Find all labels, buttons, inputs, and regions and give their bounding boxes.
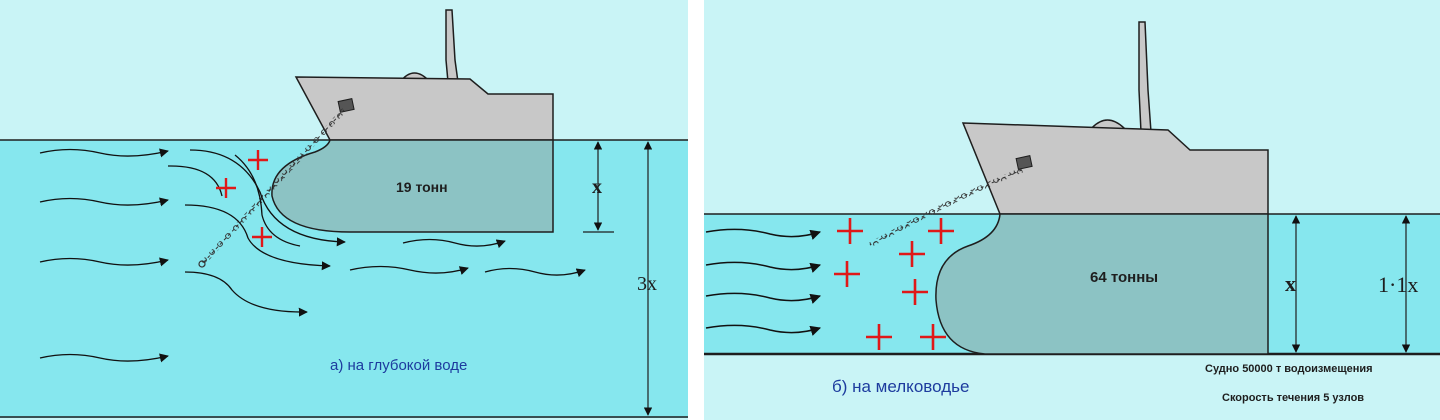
flow-arrow: [39, 148, 169, 158]
plus-mark: [216, 178, 236, 198]
ship-a-cargo-label: 19 тонн: [396, 179, 448, 195]
panel-b-note-displacement: Судно 50000 т водоизмещения: [1205, 363, 1373, 375]
plus-mark: [920, 324, 946, 350]
flow-arrow: [184, 271, 308, 317]
flow-arrow: [402, 238, 506, 249]
panel-b-note-current: Скорость течения 5 узлов: [1222, 392, 1364, 404]
panel-divider: [688, 0, 704, 420]
flow-arrow: [349, 265, 469, 275]
flow-arrow: [39, 197, 169, 207]
flow-arrow: [39, 257, 169, 267]
flow-arrow: [189, 149, 346, 247]
panel-a-caption: а) на глубокой воде: [330, 357, 467, 374]
flow-arrow: [705, 261, 822, 273]
flow-arrow: [705, 292, 822, 304]
ship-b-hull-below: [935, 213, 1269, 355]
ship-b: 64 тонны: [868, 21, 1269, 355]
plus-mark: [902, 279, 928, 305]
panel-a-flow-arrows: [39, 148, 586, 363]
flow-arrow: [705, 324, 822, 336]
plus-mark: [837, 218, 863, 244]
flow-arrow: [705, 228, 822, 240]
flow-line: [234, 154, 301, 247]
ship-a-anchor-chain-links: [201, 109, 345, 265]
ship-b-cargo-label: 64 тонны: [1090, 269, 1158, 286]
panel-b-pressure-marks: [834, 218, 954, 350]
panel-a-pressure-marks: [216, 150, 272, 247]
flow-arrow: [484, 267, 586, 278]
panel-b-draft-label: x: [1285, 271, 1296, 296]
ship-a-anchor: [198, 260, 206, 268]
panel-b-dimensions: [1291, 215, 1411, 353]
flow-arrow: [184, 204, 331, 271]
plus-mark: [252, 227, 272, 247]
panel-b-flow-arrows: [705, 228, 822, 336]
plus-mark: [899, 241, 925, 267]
ship-b-anchor-chain-links: [869, 169, 1023, 246]
panel-b-depth-label: 1·1x: [1378, 272, 1418, 297]
panel-a-draft-label: x: [592, 176, 602, 198]
flow-line: [167, 165, 223, 197]
ship-b-hawse-pipe: [1015, 155, 1033, 170]
ship-a: 19 тонн: [198, 9, 554, 268]
flow-arrow: [39, 353, 169, 363]
panel-b-caption: б) на мелководье: [832, 377, 969, 396]
panel-deep-water: 19 тонн x 3: [0, 0, 688, 420]
panel-a-dimensions: [583, 141, 653, 416]
plus-mark: [928, 218, 954, 244]
plus-mark: [248, 150, 268, 170]
panel-a-depth-label: 3x: [637, 273, 657, 295]
panel-shallow-water: 64 тонны x 1·1x б) на мелководье Судно: [704, 0, 1440, 420]
plus-mark: [834, 261, 860, 287]
plus-mark: [866, 324, 892, 350]
